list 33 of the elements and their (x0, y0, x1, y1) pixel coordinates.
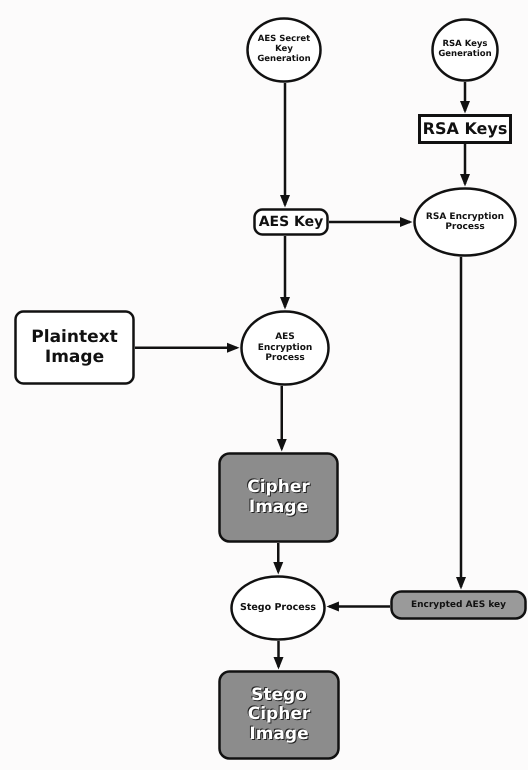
arrow (280, 236, 290, 310)
node-label: Stego Cipher Image (246, 686, 312, 744)
arrow (276, 386, 287, 452)
key-box (418, 114, 512, 144)
arrow (329, 217, 412, 227)
node-label: AES Secret Key Generation (256, 35, 312, 65)
arrow (274, 641, 284, 670)
key-box (390, 590, 527, 620)
node-label: Plaintext Image (30, 328, 119, 368)
arrow (460, 144, 470, 186)
arrow (280, 83, 290, 208)
node-label: RSA Encryption Process (424, 212, 506, 232)
node-label: Encrypted AES key (410, 600, 506, 610)
image-box (218, 452, 339, 543)
arrow (135, 342, 240, 353)
node-label: Stego Process (240, 602, 316, 614)
arrow (326, 602, 390, 612)
node-label: RSA Keys Generation (438, 40, 492, 60)
process-ellipse (240, 310, 330, 386)
process-ellipse (431, 18, 499, 82)
process-ellipse (230, 575, 326, 641)
arrow (273, 543, 284, 574)
node-label: RSA Keys (422, 120, 508, 138)
image-box (218, 670, 340, 760)
process-ellipse (246, 17, 322, 83)
arrow (456, 256, 466, 590)
node-label: Cipher Image (246, 478, 311, 518)
process-box (14, 310, 135, 385)
process-box (253, 208, 329, 236)
process-ellipse (413, 187, 517, 257)
node-label: AES Encryption Process (256, 332, 314, 364)
arrow (460, 82, 470, 114)
node-label: AES Key (258, 214, 324, 230)
